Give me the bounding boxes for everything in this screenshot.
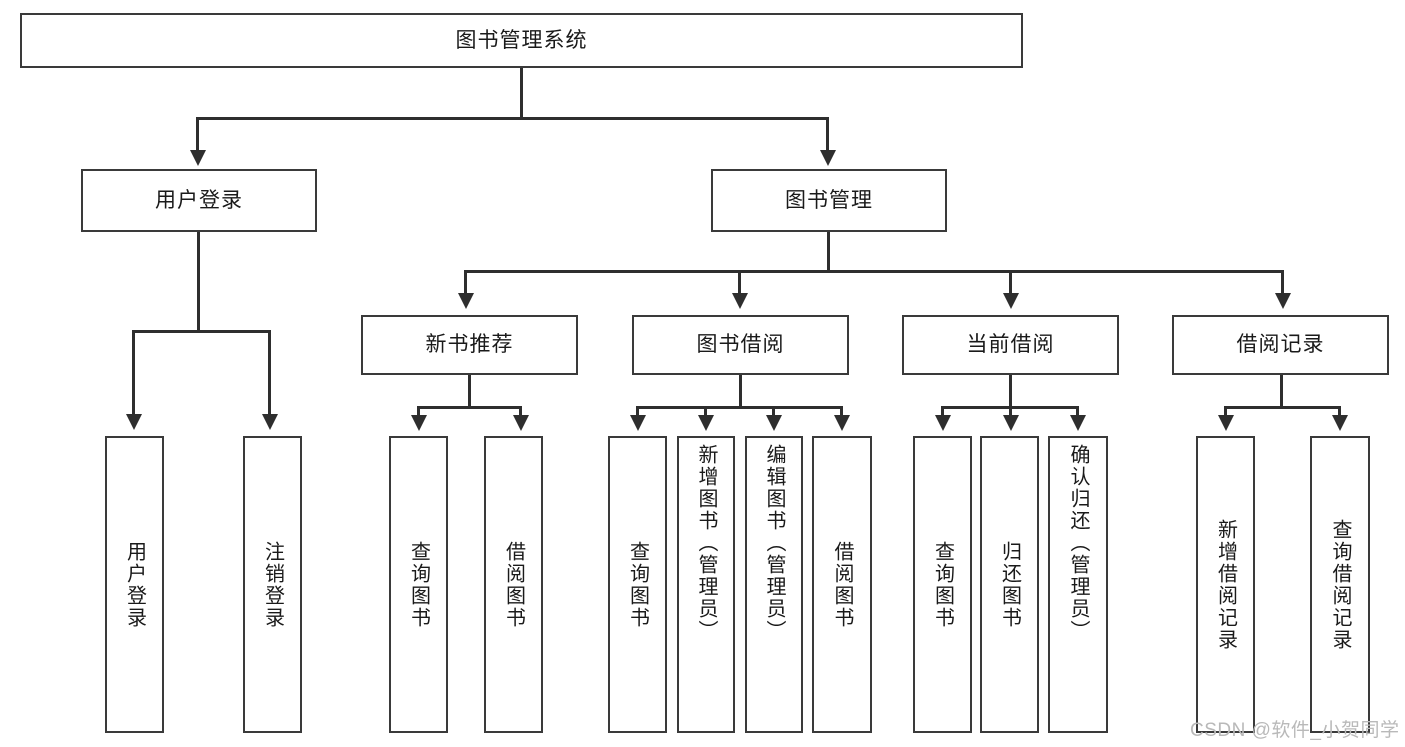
edge-bb-to-leaf-4 [840, 406, 843, 417]
leaf-book-borrow-3[interactable]: 编辑图书（管理员） [745, 436, 803, 733]
edge-root-to-user-login [196, 117, 199, 153]
node-label: 新增图书（管理员） [695, 444, 717, 642]
edge-cb-to-leaf-3 [1076, 406, 1079, 417]
arrow-new-book-to-leaf-1 [411, 415, 427, 431]
node-label: 查询图书 [626, 540, 649, 629]
leaf-borrow-record-1[interactable]: 新增借阅记录 [1196, 436, 1255, 733]
node-label: 确认归还（管理员） [1067, 444, 1089, 642]
arrow-br-to-leaf-2 [1332, 415, 1348, 431]
arrow-bm-to-new-book [458, 293, 474, 309]
leaf-new-book-1[interactable]: 查询图书 [389, 436, 448, 733]
edge-current-borrow-stem [1009, 375, 1012, 408]
edge-bb-to-leaf-3 [772, 406, 775, 417]
leaf-user-login-2[interactable]: 注销登录 [243, 436, 302, 733]
arrow-bm-to-current-borrow [1003, 293, 1019, 309]
node-label: 查询图书 [407, 540, 430, 629]
node-label: 用户登录 [123, 540, 146, 629]
arrow-bm-to-borrow-record [1275, 293, 1291, 309]
node-user-login[interactable]: 用户登录 [81, 169, 317, 232]
node-new-book-recommend[interactable]: 新书推荐 [361, 315, 578, 375]
node-label: 借阅图书 [831, 540, 853, 629]
node-book-borrow[interactable]: 图书借阅 [632, 315, 849, 375]
node-label: 图书管理 [785, 188, 873, 212]
edge-new-book-bus [417, 406, 522, 409]
node-label: 用户登录 [155, 188, 243, 212]
arrow-user-login-to-leaf-2 [262, 414, 278, 430]
arrow-bm-to-book-borrow [732, 293, 748, 309]
edge-bb-to-leaf-2 [704, 406, 707, 417]
arrow-bb-to-leaf-2 [698, 415, 714, 431]
leaf-borrow-record-2[interactable]: 查询借阅记录 [1310, 436, 1370, 733]
node-label: 查询借阅记录 [1329, 518, 1351, 651]
node-root-system[interactable]: 图书管理系统 [20, 13, 1023, 68]
node-borrow-record[interactable]: 借阅记录 [1172, 315, 1389, 375]
edge-book-management-bus [464, 270, 1284, 273]
edge-book-borrow-stem [739, 375, 742, 408]
node-label: 图书借阅 [696, 333, 785, 357]
node-label: 借阅记录 [1236, 333, 1325, 357]
arrow-cb-to-leaf-1 [935, 415, 951, 431]
edge-bm-to-current-borrow [1009, 270, 1012, 295]
edge-root-stem [520, 68, 523, 118]
edge-bb-to-leaf-1 [636, 406, 639, 417]
leaf-book-borrow-4[interactable]: 借阅图书 [812, 436, 872, 733]
node-label: 新书推荐 [425, 333, 514, 357]
node-label: 图书管理系统 [455, 28, 588, 52]
leaf-new-book-2[interactable]: 借阅图书 [484, 436, 543, 733]
arrow-bb-to-leaf-1 [630, 415, 646, 431]
node-current-borrow[interactable]: 当前借阅 [902, 315, 1119, 375]
node-label: 查询图书 [931, 540, 954, 629]
edge-new-book-to-leaf-1 [417, 406, 420, 417]
arrow-root-to-user-login [190, 150, 206, 166]
edge-book-borrow-bus [636, 406, 842, 409]
edge-root-bus [196, 117, 828, 120]
node-label: 归还图书 [998, 540, 1021, 629]
edge-user-login-stem [197, 232, 200, 332]
edge-bm-to-borrow-record [1281, 270, 1284, 295]
edge-user-login-to-leaf-2 [268, 330, 271, 416]
arrow-bb-to-leaf-3 [766, 415, 782, 431]
arrow-bb-to-leaf-4 [834, 415, 850, 431]
edge-user-login-bus [132, 330, 270, 333]
arrow-cb-to-leaf-2 [1003, 415, 1019, 431]
leaf-current-borrow-1[interactable]: 查询图书 [913, 436, 972, 733]
arrow-cb-to-leaf-3 [1070, 415, 1086, 431]
arrow-user-login-to-leaf-1 [126, 414, 142, 430]
leaf-user-login-1[interactable]: 用户登录 [105, 436, 164, 733]
watermark-text: CSDN @软件_小贺同学 [1190, 720, 1400, 741]
node-label: 编辑图书（管理员） [763, 444, 785, 642]
node-label: 新增借阅记录 [1214, 518, 1237, 651]
edge-cb-to-leaf-2 [1009, 406, 1012, 417]
csdn-watermark: CSDN @软件_小贺同学 [1190, 715, 1399, 742]
edge-bm-to-new-book [464, 270, 467, 295]
edge-root-to-book-manage [826, 117, 829, 153]
leaf-book-borrow-1[interactable]: 查询图书 [608, 436, 667, 733]
edge-bm-to-book-borrow [738, 270, 741, 295]
edge-user-login-to-leaf-1 [132, 330, 135, 416]
node-label: 借阅图书 [502, 540, 525, 629]
arrow-root-to-book-manage [820, 150, 836, 166]
edge-book-management-stem [827, 232, 830, 272]
edge-borrow-record-stem [1280, 375, 1283, 408]
edge-borrow-record-bus [1224, 406, 1341, 409]
edge-new-book-stem [468, 375, 471, 408]
edge-br-to-leaf-1 [1224, 406, 1227, 417]
edge-br-to-leaf-2 [1338, 406, 1341, 417]
edge-new-book-to-leaf-2 [519, 406, 522, 417]
edge-cb-to-leaf-1 [941, 406, 944, 417]
node-book-management[interactable]: 图书管理 [711, 169, 947, 232]
leaf-book-borrow-2[interactable]: 新增图书（管理员） [677, 436, 735, 733]
leaf-current-borrow-2[interactable]: 归还图书 [980, 436, 1039, 733]
node-label: 注销登录 [261, 540, 284, 629]
node-label: 当前借阅 [966, 333, 1055, 357]
arrow-br-to-leaf-1 [1218, 415, 1234, 431]
arrow-new-book-to-leaf-2 [513, 415, 529, 431]
leaf-current-borrow-3[interactable]: 确认归还（管理员） [1048, 436, 1108, 733]
